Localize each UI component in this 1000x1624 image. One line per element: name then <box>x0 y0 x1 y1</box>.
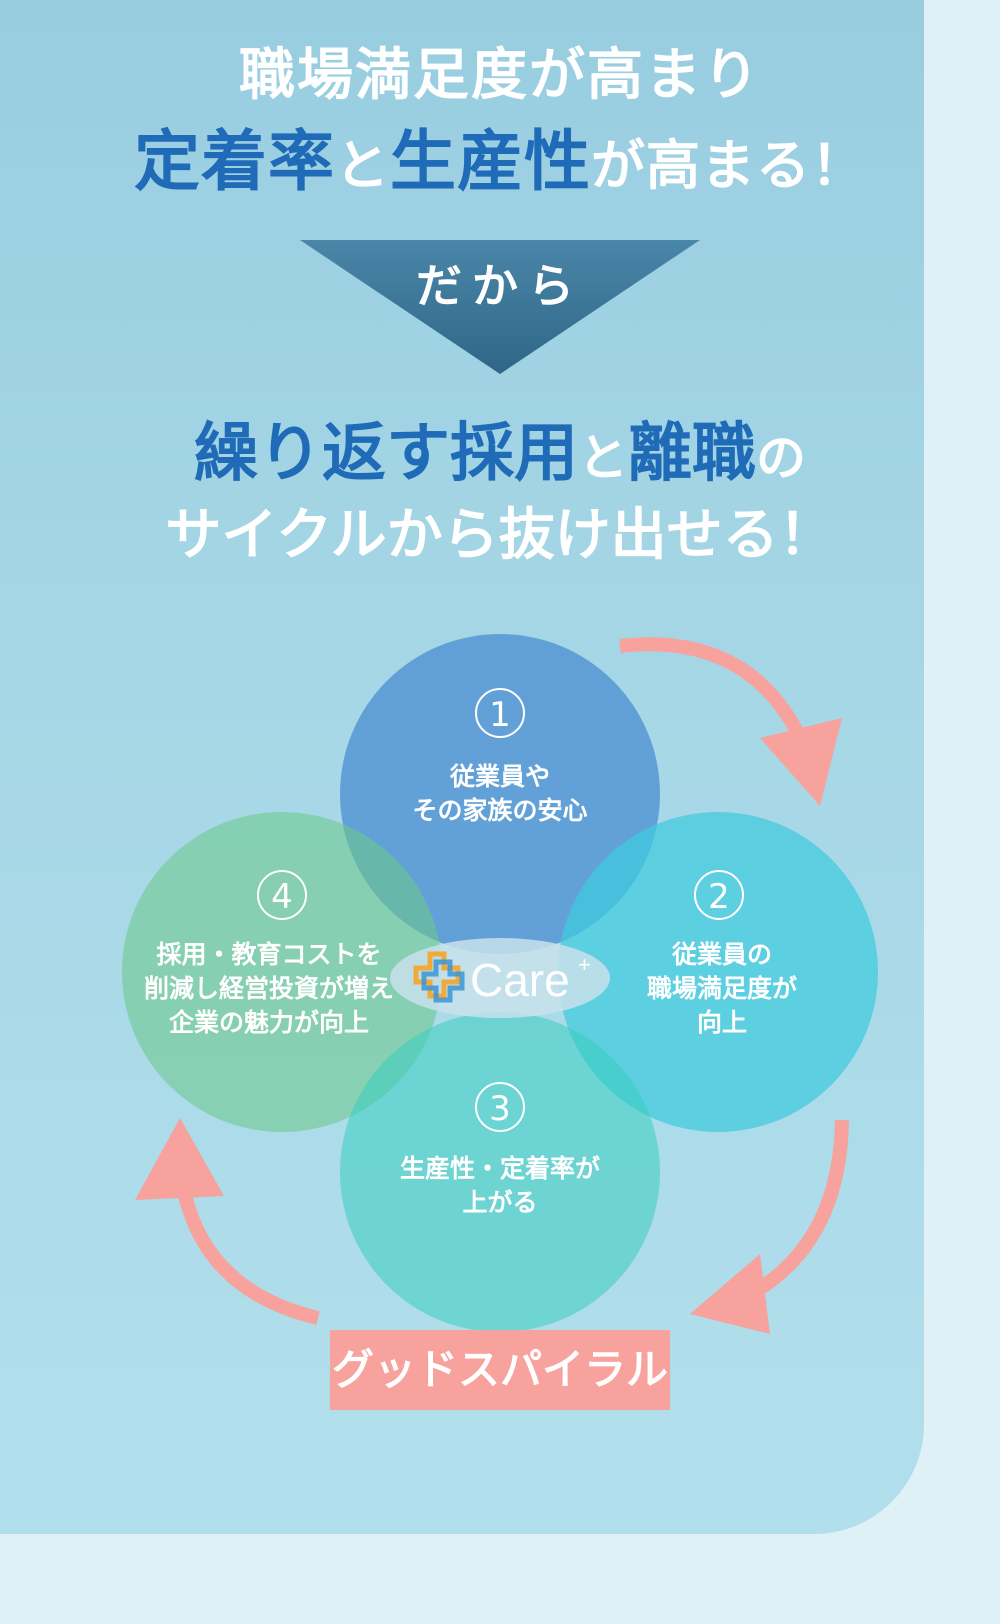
headline-cycle-2: サイクルから抜け出せる！ <box>165 503 835 568</box>
headline-to: と <box>578 429 628 487</box>
headline-no: の <box>756 429 806 487</box>
circle-4-line2: 削減し経営投資が増え <box>143 974 394 1003</box>
arrow-label: だから <box>416 259 584 313</box>
care-logo-badge <box>390 938 610 1018</box>
circle-2-text: 従業員の 職場満足度が 向上 <box>582 938 862 1040</box>
headline-top: 職場満足度が高まり <box>239 43 761 108</box>
down-arrow-icon <box>300 240 700 374</box>
circle-3-number: 3 <box>475 1082 525 1132</box>
circle-4-line1: 採用・教育コストを <box>156 940 382 969</box>
headline-retention-productivity: 定着率と生産性が高まる！ <box>0 108 1000 204</box>
circle-1-number: 1 <box>475 688 525 738</box>
circle-1-line2: その家族の安心 <box>412 796 588 825</box>
circle-4-number: 4 <box>257 870 307 920</box>
headline-productivity: 生産性 <box>390 123 591 200</box>
care-logo-text: Care <box>470 954 570 1006</box>
care-plus-icon <box>413 951 465 1003</box>
good-spiral-label: グッドスパイラル <box>330 1330 670 1410</box>
headline-turnover: 離職 <box>628 417 756 491</box>
circle-3-line1: 生産性・定着率が <box>399 1154 600 1183</box>
circle-3-line2: 上がる <box>462 1188 538 1217</box>
headline-cycle-1: 繰り返す採用と離職の <box>0 402 1000 494</box>
circle-2-line2: 職場満足度が <box>646 974 797 1003</box>
circle-4-text: 採用・教育コストを 削減し経営投資が増え 企業の魅力が向上 <box>124 938 414 1040</box>
cycle-diagram: 1 従業員や その家族の安心 2 従業員の 職場満足度が 向上 3 生産性・定着… <box>0 620 924 1420</box>
headline-hiring: 繰り返す採用 <box>194 417 578 491</box>
circle-2-number: 2 <box>694 870 744 920</box>
circle-2-line3: 向上 <box>696 1008 747 1037</box>
circle-1-text: 従業員や その家族の安心 <box>360 760 640 828</box>
headline-rise: が高まる！ <box>591 134 866 197</box>
circle-2-line1: 従業員の <box>671 940 772 969</box>
headline-and: と <box>335 134 390 197</box>
circle-3 <box>340 1012 660 1332</box>
care-logo-sup: + <box>578 952 591 977</box>
circle-3-text: 生産性・定着率が 上がる <box>360 1152 640 1220</box>
circle-1-line1: 従業員や <box>449 762 550 791</box>
circle-4-line3: 企業の魅力が向上 <box>168 1008 369 1037</box>
headline-retention: 定着率 <box>134 123 335 200</box>
